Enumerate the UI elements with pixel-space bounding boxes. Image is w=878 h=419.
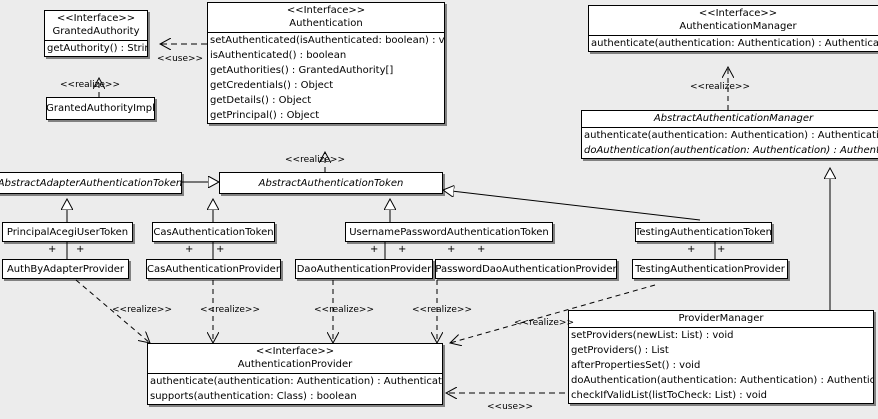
operations-compartment: authenticate(authentication: Authenticat… [148, 374, 442, 404]
class-name: AbstractAdapterAuthenticationToken [0, 177, 182, 189]
operation: authenticate(authentication: Authenticat… [150, 376, 443, 387]
class-authentication[interactable]: <<Interface>> Authentication setAuthenti… [207, 2, 445, 124]
relationship-label-realize-password-dao-authentication-provider: <<realize>> [412, 305, 472, 315]
class-name: GrantedAuthority [52, 26, 140, 37]
class-name: ProviderManager [678, 313, 764, 324]
class-testing-authentication-provider[interactable]: TestingAuthenticationProvider [632, 259, 788, 279]
operation: isAuthenticated() : boolean [210, 50, 347, 61]
operation: doAuthentication(authentication: Authent… [584, 145, 878, 156]
class-granted-authority[interactable]: <<Interface>> GrantedAuthority getAuthor… [44, 10, 148, 57]
class-provider-manager[interactable]: ProviderManager setProviders(newList: Li… [568, 310, 874, 404]
class-header: AbstractAuthenticationManager [582, 111, 878, 127]
operations-compartment: authenticate(authentication: Authenticat… [589, 36, 878, 51]
operation: authenticate(authentication: Authenticat… [591, 38, 878, 49]
operations-compartment: setAuthenticated(isAuthenticated: boolea… [208, 33, 444, 123]
operation: getAuthorities() : GrantedAuthority[] [210, 65, 394, 76]
class-granted-authority-impl[interactable]: GrantedAuthorityImpl [46, 97, 155, 120]
relationship-label-realize-auth-by-adapter-provider: <<realize>> [112, 305, 172, 315]
class-cas-authentication-provider[interactable]: CasAuthenticationProvider [146, 259, 281, 279]
operation: getCredentials() : Object [210, 80, 334, 91]
class-name: PrincipalAcegiUserToken [6, 226, 129, 238]
multiplicity-marker: + [370, 244, 379, 255]
class-principal-acegi-user-token[interactable]: PrincipalAcegiUserToken [2, 222, 133, 242]
class-name: TestingAuthenticationProvider [635, 263, 785, 275]
class-password-dao-authentication-provider[interactable]: PasswordDaoAuthenticationProvider [435, 259, 617, 279]
class-authentication-provider[interactable]: <<Interface>> AuthenticationProvider aut… [147, 343, 443, 405]
class-header: <<Interface>> Authentication [208, 3, 444, 32]
multiplicity-marker: + [477, 244, 486, 255]
multiplicity-marker: + [48, 244, 57, 255]
class-authentication-manager[interactable]: <<Interface>> AuthenticationManager auth… [588, 5, 878, 52]
operation: getPrincipal() : Object [210, 110, 320, 121]
multiplicity-marker: + [447, 244, 456, 255]
operation: setAuthenticated(isAuthenticated: boolea… [210, 35, 445, 46]
relationship-label-use-provider-manager-authentication-provider: <<use>> [487, 402, 534, 412]
class-name: CasAuthenticationProvider [147, 263, 280, 275]
compartment-divider [569, 327, 873, 328]
stereotype-label: <<Interface>> [255, 346, 335, 357]
relationship-label-realize-cas-authentication-provider: <<realize>> [200, 305, 260, 315]
class-header: <<Interface>> AuthenticationManager [589, 6, 878, 35]
relationship-label-realize-granted-authority-impl: <<realize>> [60, 80, 120, 90]
relationship-label-realize-dao-authentication-provider: <<realize>> [314, 305, 374, 315]
operation: supports(authentication: Class) : boolea… [150, 391, 357, 402]
operation: getProviders() : List [571, 345, 669, 356]
multiplicity-marker: + [687, 244, 696, 255]
relationship-label-realize-provider-manager: <<realize>> [514, 318, 574, 328]
operations-compartment: authenticate(authentication: Authenticat… [582, 128, 878, 158]
class-name: TestingAuthenticationToken [635, 226, 772, 238]
multiplicity-marker: + [216, 244, 225, 255]
class-dao-authentication-provider[interactable]: DaoAuthenticationProvider [295, 259, 433, 279]
class-name: AuthenticationManager [679, 21, 797, 32]
operations-compartment: getAuthority() : String [45, 41, 147, 56]
class-testing-authentication-token[interactable]: TestingAuthenticationToken [635, 222, 772, 242]
multiplicity-marker: + [398, 244, 407, 255]
operation: authenticate(authentication: Authenticat… [584, 130, 878, 141]
stereotype-label: <<Interface>> [56, 13, 136, 24]
class-auth-by-adapter-provider[interactable]: AuthByAdapterProvider [2, 259, 129, 279]
compartment-divider [582, 127, 878, 128]
relationship-label-use-authentication-granted-authority: <<use>> [157, 54, 204, 64]
class-name: AuthByAdapterProvider [6, 263, 125, 275]
class-username-password-authentication-token[interactable]: UsernamePasswordAuthenticationToken [345, 222, 553, 242]
relationship-label-realize-abstract-authentication-manager: <<realize>> [690, 82, 750, 92]
class-abstract-authentication-token[interactable]: AbstractAuthenticationToken [219, 172, 443, 194]
operation: getAuthority() : String [47, 43, 148, 54]
class-cas-authentication-token[interactable]: CasAuthenticationToken [152, 222, 275, 242]
compartment-divider [589, 35, 878, 36]
class-name: PasswordDaoAuthenticationProvider [435, 263, 617, 275]
operation: doAuthentication(authentication: Authent… [571, 375, 874, 386]
class-abstract-authentication-manager[interactable]: AbstractAuthenticationManager authentica… [581, 110, 878, 159]
multiplicity-marker: + [717, 244, 726, 255]
class-name: AuthenticationProvider [237, 359, 353, 370]
class-name: CasAuthenticationToken [153, 226, 274, 238]
operation: checkIfValidList(listToCheck: List) : vo… [571, 390, 768, 401]
operation: afterPropertiesSet() : void [571, 360, 701, 371]
compartment-divider [148, 373, 442, 374]
stereotype-label: <<Interface>> [286, 5, 366, 16]
class-header: <<Interface>> AuthenticationProvider [148, 344, 442, 373]
relationship-label-realize-abstract-authentication-token: <<realize>> [285, 155, 345, 165]
class-name: AbstractAuthenticationManager [653, 113, 814, 124]
class-name: GrantedAuthorityImpl [46, 103, 155, 114]
multiplicity-marker: + [185, 244, 194, 255]
class-header: ProviderManager [569, 311, 873, 327]
class-name: DaoAuthenticationProvider [296, 263, 432, 275]
class-header: <<Interface>> GrantedAuthority [45, 11, 147, 40]
class-name: AbstractAuthenticationToken [258, 177, 404, 189]
compartment-divider [45, 40, 147, 41]
operations-compartment: setProviders(newList: List) : void getPr… [569, 328, 873, 403]
operation: setProviders(newList: List) : void [571, 330, 734, 341]
class-name: Authentication [289, 18, 363, 29]
multiplicity-marker: + [76, 244, 85, 255]
operation: getDetails() : Object [210, 95, 312, 106]
class-abstract-adapter-authentication-token[interactable]: AbstractAdapterAuthenticationToken [0, 172, 182, 194]
class-name: UsernamePasswordAuthenticationToken [349, 226, 549, 238]
compartment-divider [208, 32, 444, 33]
stereotype-label: <<Interface>> [698, 8, 778, 19]
